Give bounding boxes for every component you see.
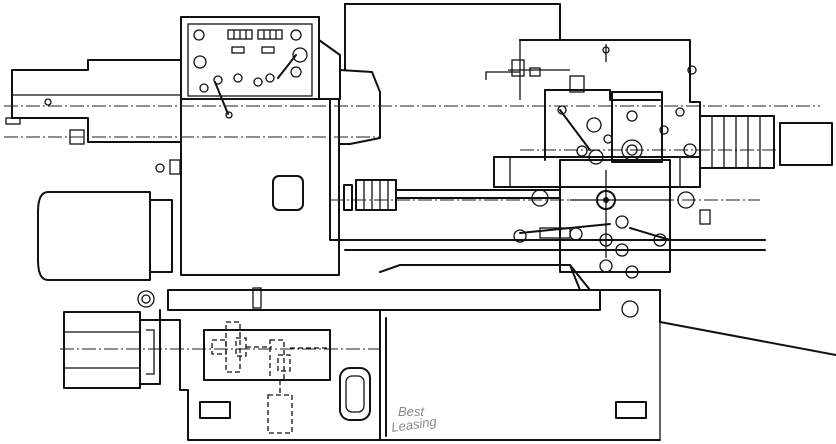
spindle-chuck <box>699 115 833 169</box>
upper-motor <box>5 59 182 145</box>
floor-lines <box>659 309 836 356</box>
watermark-line2: Leasing <box>390 414 438 435</box>
feed-rods <box>343 179 766 251</box>
headstock-housing <box>180 16 381 276</box>
lathe-bed <box>137 264 661 440</box>
hydraulic-schematic <box>211 321 330 434</box>
lower-motor <box>63 311 161 389</box>
cross-slide <box>493 156 711 279</box>
watermark: Best Leasing <box>390 404 438 435</box>
tool-head <box>485 39 701 165</box>
top-cabinet <box>344 3 561 71</box>
main-motor <box>37 159 181 281</box>
watermark-line1: Best <box>398 404 425 419</box>
center-lines <box>4 105 820 350</box>
control-panel <box>187 23 313 119</box>
